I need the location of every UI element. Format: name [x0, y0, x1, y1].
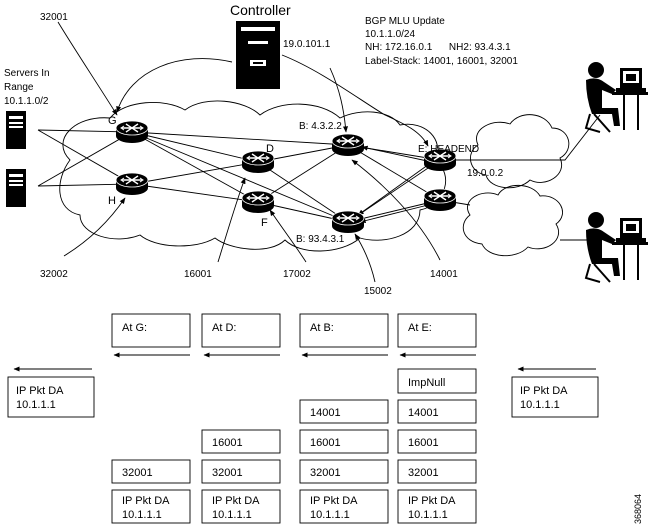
header-at-e: At E:: [408, 322, 432, 334]
label-16001: 16001: [184, 269, 212, 280]
servers-line1: Servers In: [4, 68, 50, 79]
header-at-g: At G:: [122, 322, 147, 334]
node-g-label: G: [108, 115, 117, 127]
node-e-ip: 19.0.0.2: [467, 168, 504, 179]
g-32001: 32001: [122, 467, 153, 479]
bgp-next-hops: NH: 172.16.0.1 NH2: 93.4.3.1: [365, 42, 511, 53]
user-icon-bottom: [585, 211, 649, 283]
e-pkt-title: IP Pkt DA: [408, 495, 456, 507]
header-at-b: At B:: [310, 322, 334, 334]
stack-boxes: [7, 313, 599, 524]
node-h-label: H: [108, 195, 116, 207]
b-14001: 14001: [310, 407, 341, 419]
controller-title: Controller: [230, 2, 291, 18]
router-icon-e-lower: [423, 188, 457, 212]
node-b-lower-label: B: 93.4.3.1: [296, 234, 345, 245]
d-pkt-title: IP Pkt DA: [212, 495, 260, 507]
g-pkt-title: IP Pkt DA: [122, 495, 170, 507]
servers-line3: 10.1.1.0/2: [4, 96, 49, 107]
node-d-label: D: [266, 143, 274, 155]
d-32001: 32001: [212, 467, 243, 479]
e-16001: 16001: [408, 437, 439, 449]
router-icon-b-upper: [331, 133, 365, 157]
cloud-lower-right: [462, 184, 563, 257]
left-pkt-addr: 10.1.1.1: [16, 399, 56, 411]
header-at-d: At D:: [212, 322, 236, 334]
label-15002: 15002: [364, 286, 392, 297]
bgp-label-stack: Label-Stack: 14001, 16001, 32001: [365, 56, 518, 67]
cloud-upper-right: [470, 114, 570, 189]
router-icon-h: [115, 172, 149, 196]
right-pkt-title: IP Pkt DA: [520, 385, 568, 397]
node-b-upper-label: B: 4.3.2.2: [299, 121, 342, 132]
server-icon-top: [6, 111, 26, 149]
b-16001: 16001: [310, 437, 341, 449]
e-impnull: ImpNull: [408, 377, 445, 389]
g-pkt-addr: 10.1.1.1: [122, 509, 162, 521]
router-icon-b-lower: [331, 210, 365, 234]
servers-line2: Range: [4, 82, 34, 93]
d-pkt-addr: 10.1.1.1: [212, 509, 252, 521]
server-icon-bottom: [6, 169, 26, 207]
controller-server-icon: [236, 21, 280, 89]
controller-arrows: [57, 21, 441, 283]
packet-labels: IP Pkt DA 10.1.1.1 IP Pkt DA 10.1.1.1 IP…: [16, 385, 568, 521]
main-cloud: [59, 100, 447, 252]
figure-id: 368064: [633, 494, 643, 524]
b-32001: 32001: [310, 467, 341, 479]
b-pkt-title: IP Pkt DA: [310, 495, 358, 507]
bgp-prefix: 10.1.1.0/24: [365, 29, 415, 40]
e-pkt-addr: 10.1.1.1: [408, 509, 448, 521]
node-e-label: E: HEADEND: [418, 144, 479, 155]
e-32001: 32001: [408, 467, 439, 479]
router-icon-f: [241, 190, 275, 214]
bgp-heading: BGP MLU Update: [365, 16, 445, 27]
controller-ip: 19.0.101.1: [283, 39, 331, 50]
d-16001: 16001: [212, 437, 243, 449]
direction-arrows: [13, 352, 596, 372]
node-f-label: F: [261, 217, 268, 229]
label-14001-top: 14001: [430, 269, 458, 280]
label-17002: 17002: [283, 269, 311, 280]
router-icon-g: [115, 120, 149, 144]
left-pkt-title: IP Pkt DA: [16, 385, 64, 397]
label-32002: 32002: [40, 269, 68, 280]
e-14001: 14001: [408, 407, 439, 419]
b-pkt-addr: 10.1.1.1: [310, 509, 350, 521]
label-32001-top: 32001: [40, 12, 68, 23]
right-pkt-addr: 10.1.1.1: [520, 399, 560, 411]
